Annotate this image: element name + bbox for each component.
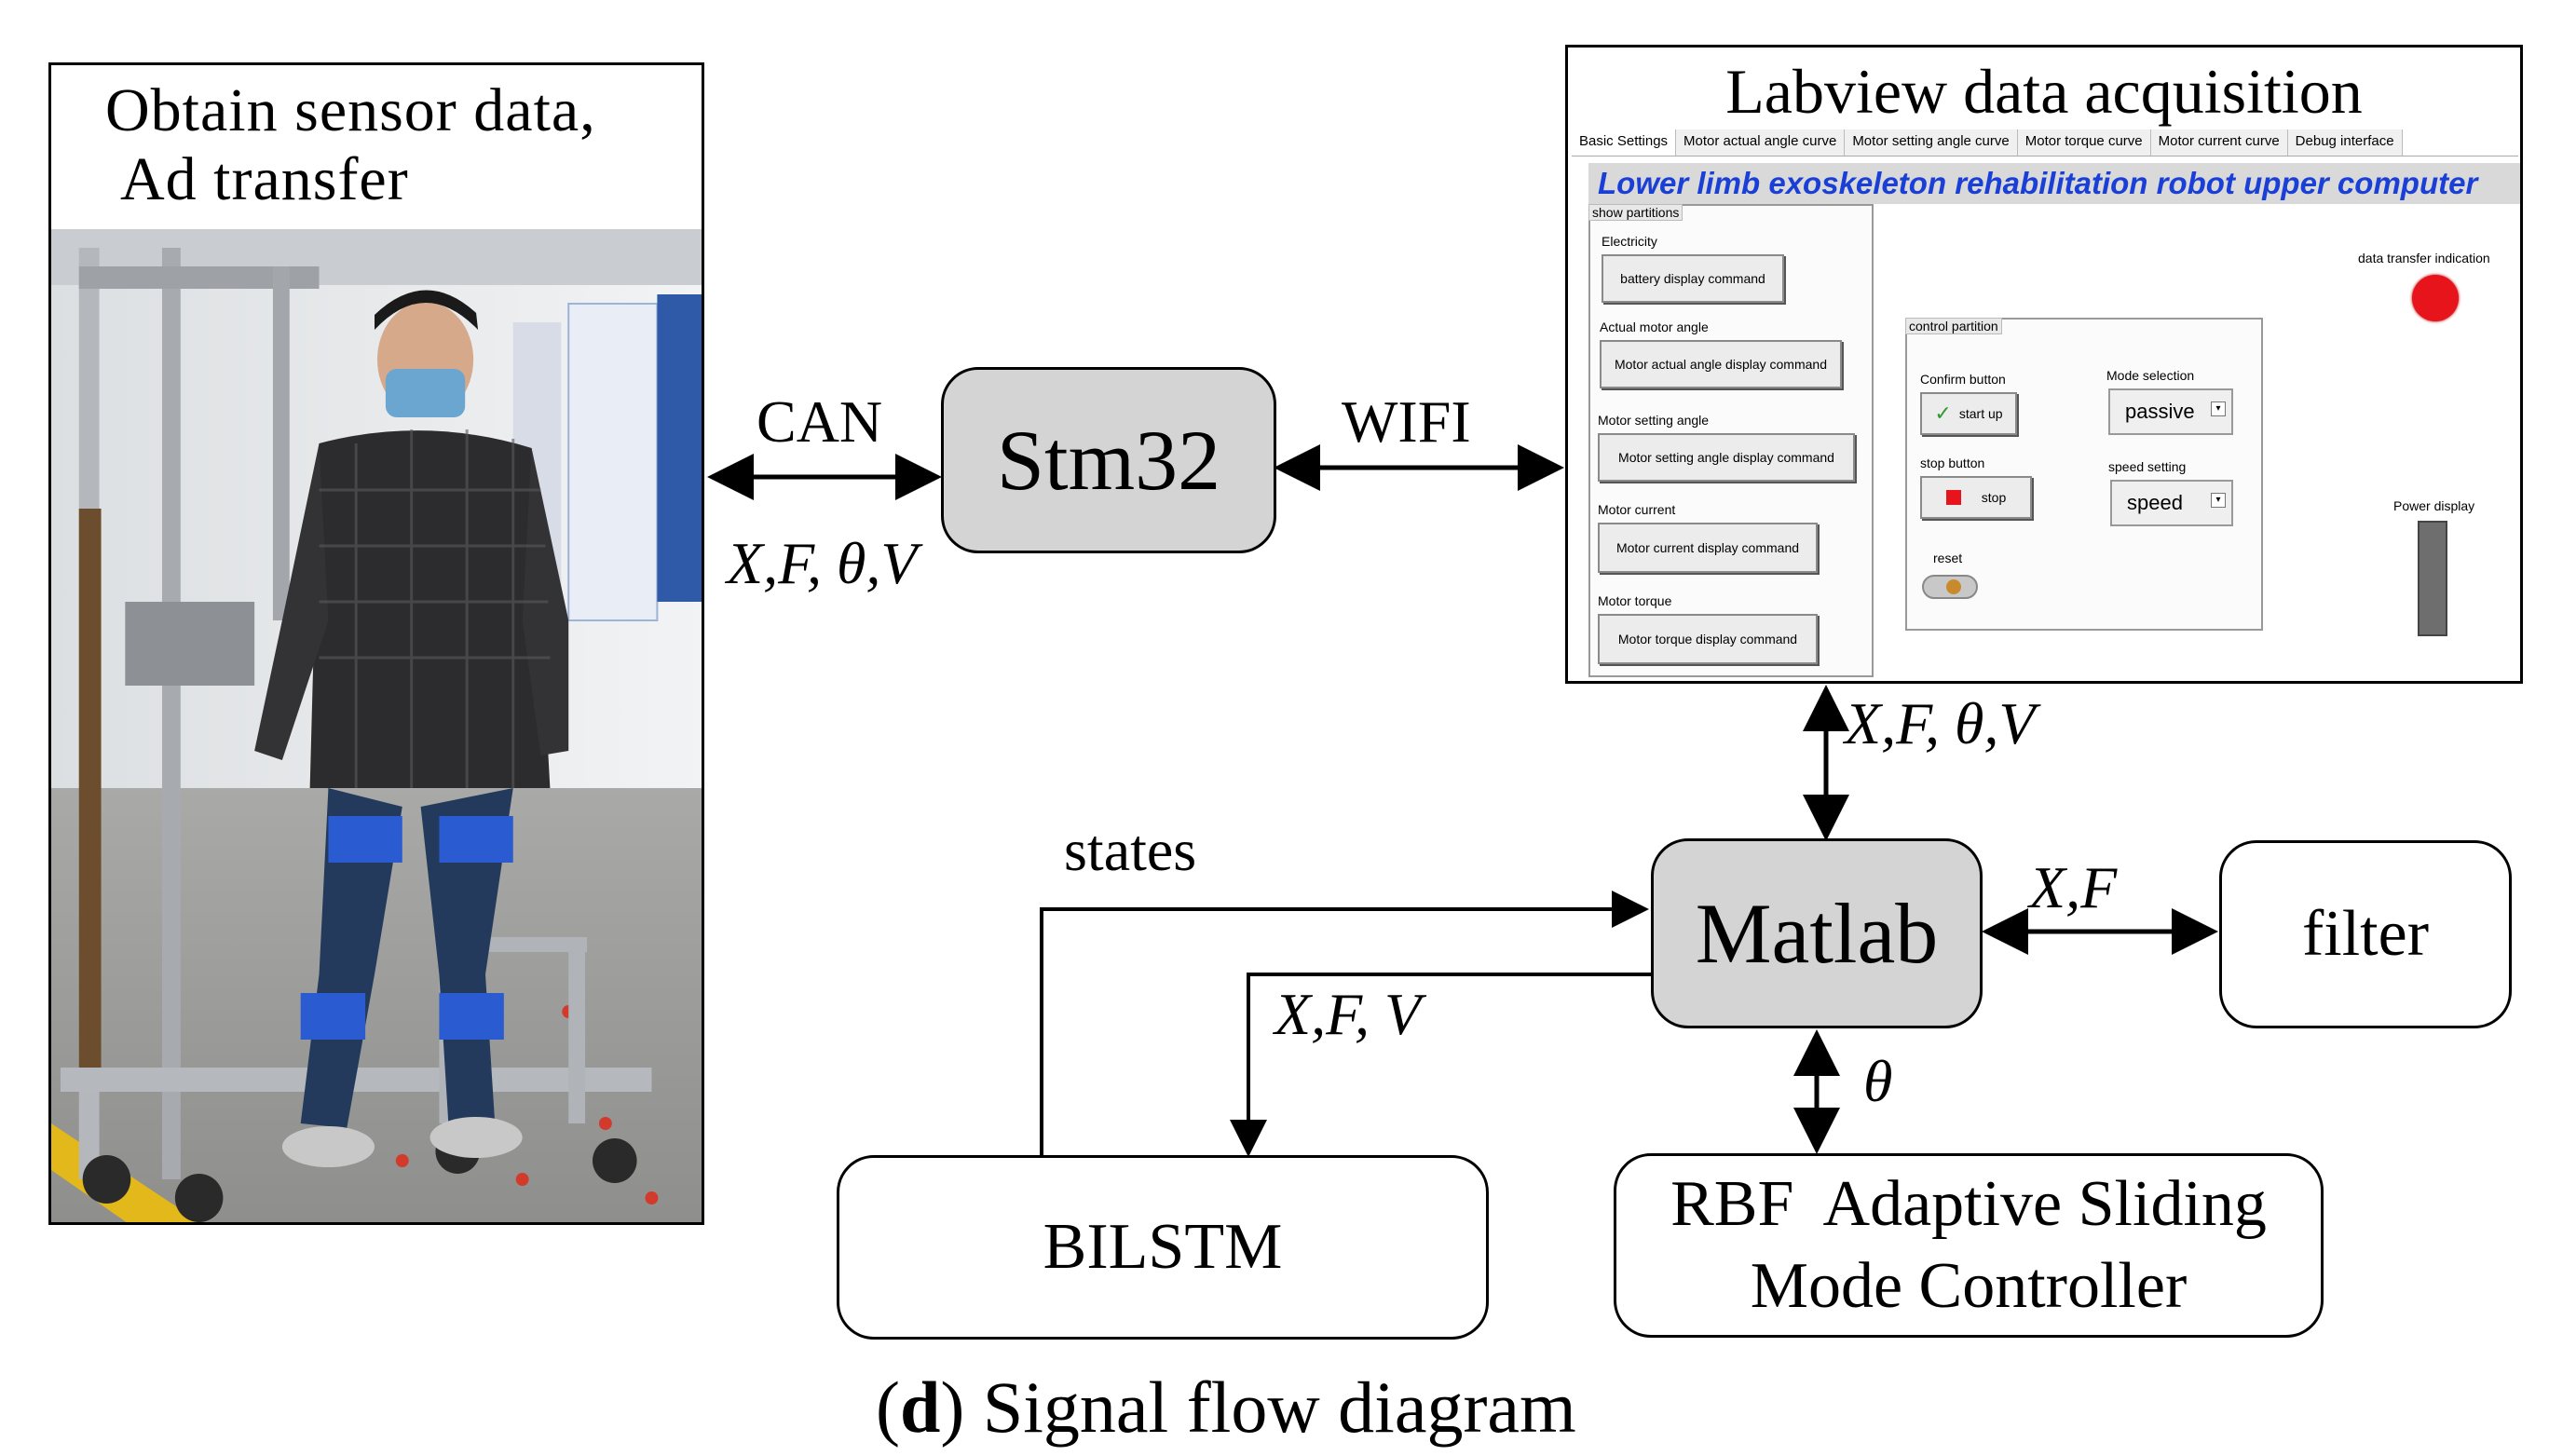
reset-label: reset [1933, 551, 1963, 565]
dropdown-arrow-icon: ▾ [2211, 401, 2226, 416]
current-display-button[interactable]: Motor current display command [1598, 523, 1818, 573]
matlab-rbf-label: θ [1863, 1048, 1893, 1114]
stop-button[interactable]: stop [1920, 476, 2032, 519]
labview-title: Labview data acquisition [1725, 56, 2363, 127]
matlab-filter-label: X,F [2029, 854, 2118, 920]
data-transfer-label: data transfer indication [2358, 251, 2490, 265]
caption-text: ) Signal flow diagram [940, 1367, 1576, 1448]
setting-angle-display-button[interactable]: Motor setting angle display command [1598, 433, 1855, 482]
start-up-button[interactable]: ✓ start up [1920, 392, 2017, 435]
sensor-photo-panel: Obtain sensor data, Ad transfer [48, 62, 704, 1225]
stop-label: stop [1981, 490, 2007, 505]
caption-letter: d [899, 1367, 941, 1448]
stm32-node: Stm32 [941, 367, 1276, 553]
arrow-states [1040, 891, 1649, 1155]
actual-angle-display-button[interactable]: Motor actual angle display command [1600, 340, 1842, 388]
labview-screenshot: Labview data acquisition Basic Settings … [1565, 45, 2523, 684]
speed-setting-label: speed setting [2108, 459, 2187, 474]
electricity-label: Electricity [1602, 234, 1657, 249]
speed-select[interactable]: speed ▾ [2110, 480, 2233, 526]
bilstm-node: BILSTM [837, 1155, 1489, 1340]
setting-angle-label: Motor setting angle [1598, 413, 1710, 428]
matlab-node: Matlab [1651, 838, 1983, 1028]
confirm-button-label: Confirm button [1920, 372, 2006, 387]
stop-square-icon [1945, 490, 1961, 505]
arrow-matlab-bilstm [1230, 973, 1651, 1157]
rbf-controller-node: RBF Adaptive Sliding Mode Controller [1614, 1153, 2324, 1338]
control-partition-label: control partition [1905, 318, 2002, 334]
matlab-label: Matlab [1695, 886, 1939, 981]
torque-display-button[interactable]: Motor torque display command [1598, 614, 1818, 664]
can-signals-label: X,F, θ,V [727, 530, 918, 596]
speed-select-value: speed [2127, 491, 2183, 514]
photo-caption-line2: Ad transfer [120, 145, 409, 213]
battery-display-button[interactable]: battery display command [1602, 254, 1784, 303]
power-display-gauge [2418, 521, 2447, 636]
stm32-label: Stm32 [996, 413, 1221, 508]
mode-selection-label: Mode selection [2106, 368, 2195, 383]
actual-angle-label: Actual motor angle [1600, 320, 1709, 334]
filter-label: filter [2301, 898, 2430, 970]
reset-toggle[interactable] [1922, 575, 1978, 599]
motor-current-label: Motor current [1598, 502, 1676, 517]
wifi-label: WIFI [1342, 388, 1471, 455]
figure-caption: (d) Signal flow diagram [876, 1366, 1576, 1449]
labview-tab-bar: Basic Settings Motor actual angle curve … [1572, 129, 2518, 156]
tab-motor-current[interactable]: Motor current curve [2150, 129, 2288, 156]
bilstm-label: BILSTM [1043, 1211, 1283, 1283]
power-display-label: Power display [2393, 498, 2475, 513]
labview-heading: Lower limb exoskeleton rehabilitation ro… [1588, 163, 2520, 204]
filter-node: filter [2219, 840, 2512, 1028]
caption-paren: ( [876, 1367, 900, 1448]
tab-motor-torque[interactable]: Motor torque curve [2017, 129, 2151, 156]
data-transfer-indicator [2412, 275, 2459, 321]
can-label: CAN [757, 388, 883, 455]
mode-select-value: passive [2125, 400, 2195, 423]
checkmark-icon: ✓ [1934, 401, 1952, 425]
motor-torque-label: Motor torque [1598, 593, 1672, 608]
tab-basic-settings[interactable]: Basic Settings [1572, 129, 1677, 156]
dropdown-arrow-icon: ▾ [2211, 493, 2226, 508]
stop-button-label: stop button [1920, 456, 1985, 470]
mode-select[interactable]: passive ▾ [2108, 388, 2233, 435]
tab-debug-interface[interactable]: Debug interface [2287, 129, 2403, 156]
exoskeleton-photo [51, 229, 702, 1222]
reset-toggle-knob [1946, 579, 1961, 594]
matlab-bilstm-label: X,F, V [1274, 981, 1422, 1047]
labview-matlab-label: X,F, θ,V [1845, 690, 2036, 756]
rbf-label-line2: Mode Controller [1750, 1250, 2188, 1322]
tab-motor-setting-angle[interactable]: Motor setting angle curve [1845, 129, 2018, 156]
show-partitions-label: show partitions [1588, 204, 1683, 221]
rbf-label-line1: RBF Adaptive Sliding [1670, 1168, 2267, 1240]
start-up-label: start up [1958, 406, 2003, 421]
tab-motor-actual-angle[interactable]: Motor actual angle curve [1676, 129, 1846, 156]
states-label: states [1064, 817, 1197, 883]
photo-caption: Obtain sensor data, Ad transfer [51, 65, 702, 229]
photo-caption-line1: Obtain sensor data, [105, 76, 596, 144]
